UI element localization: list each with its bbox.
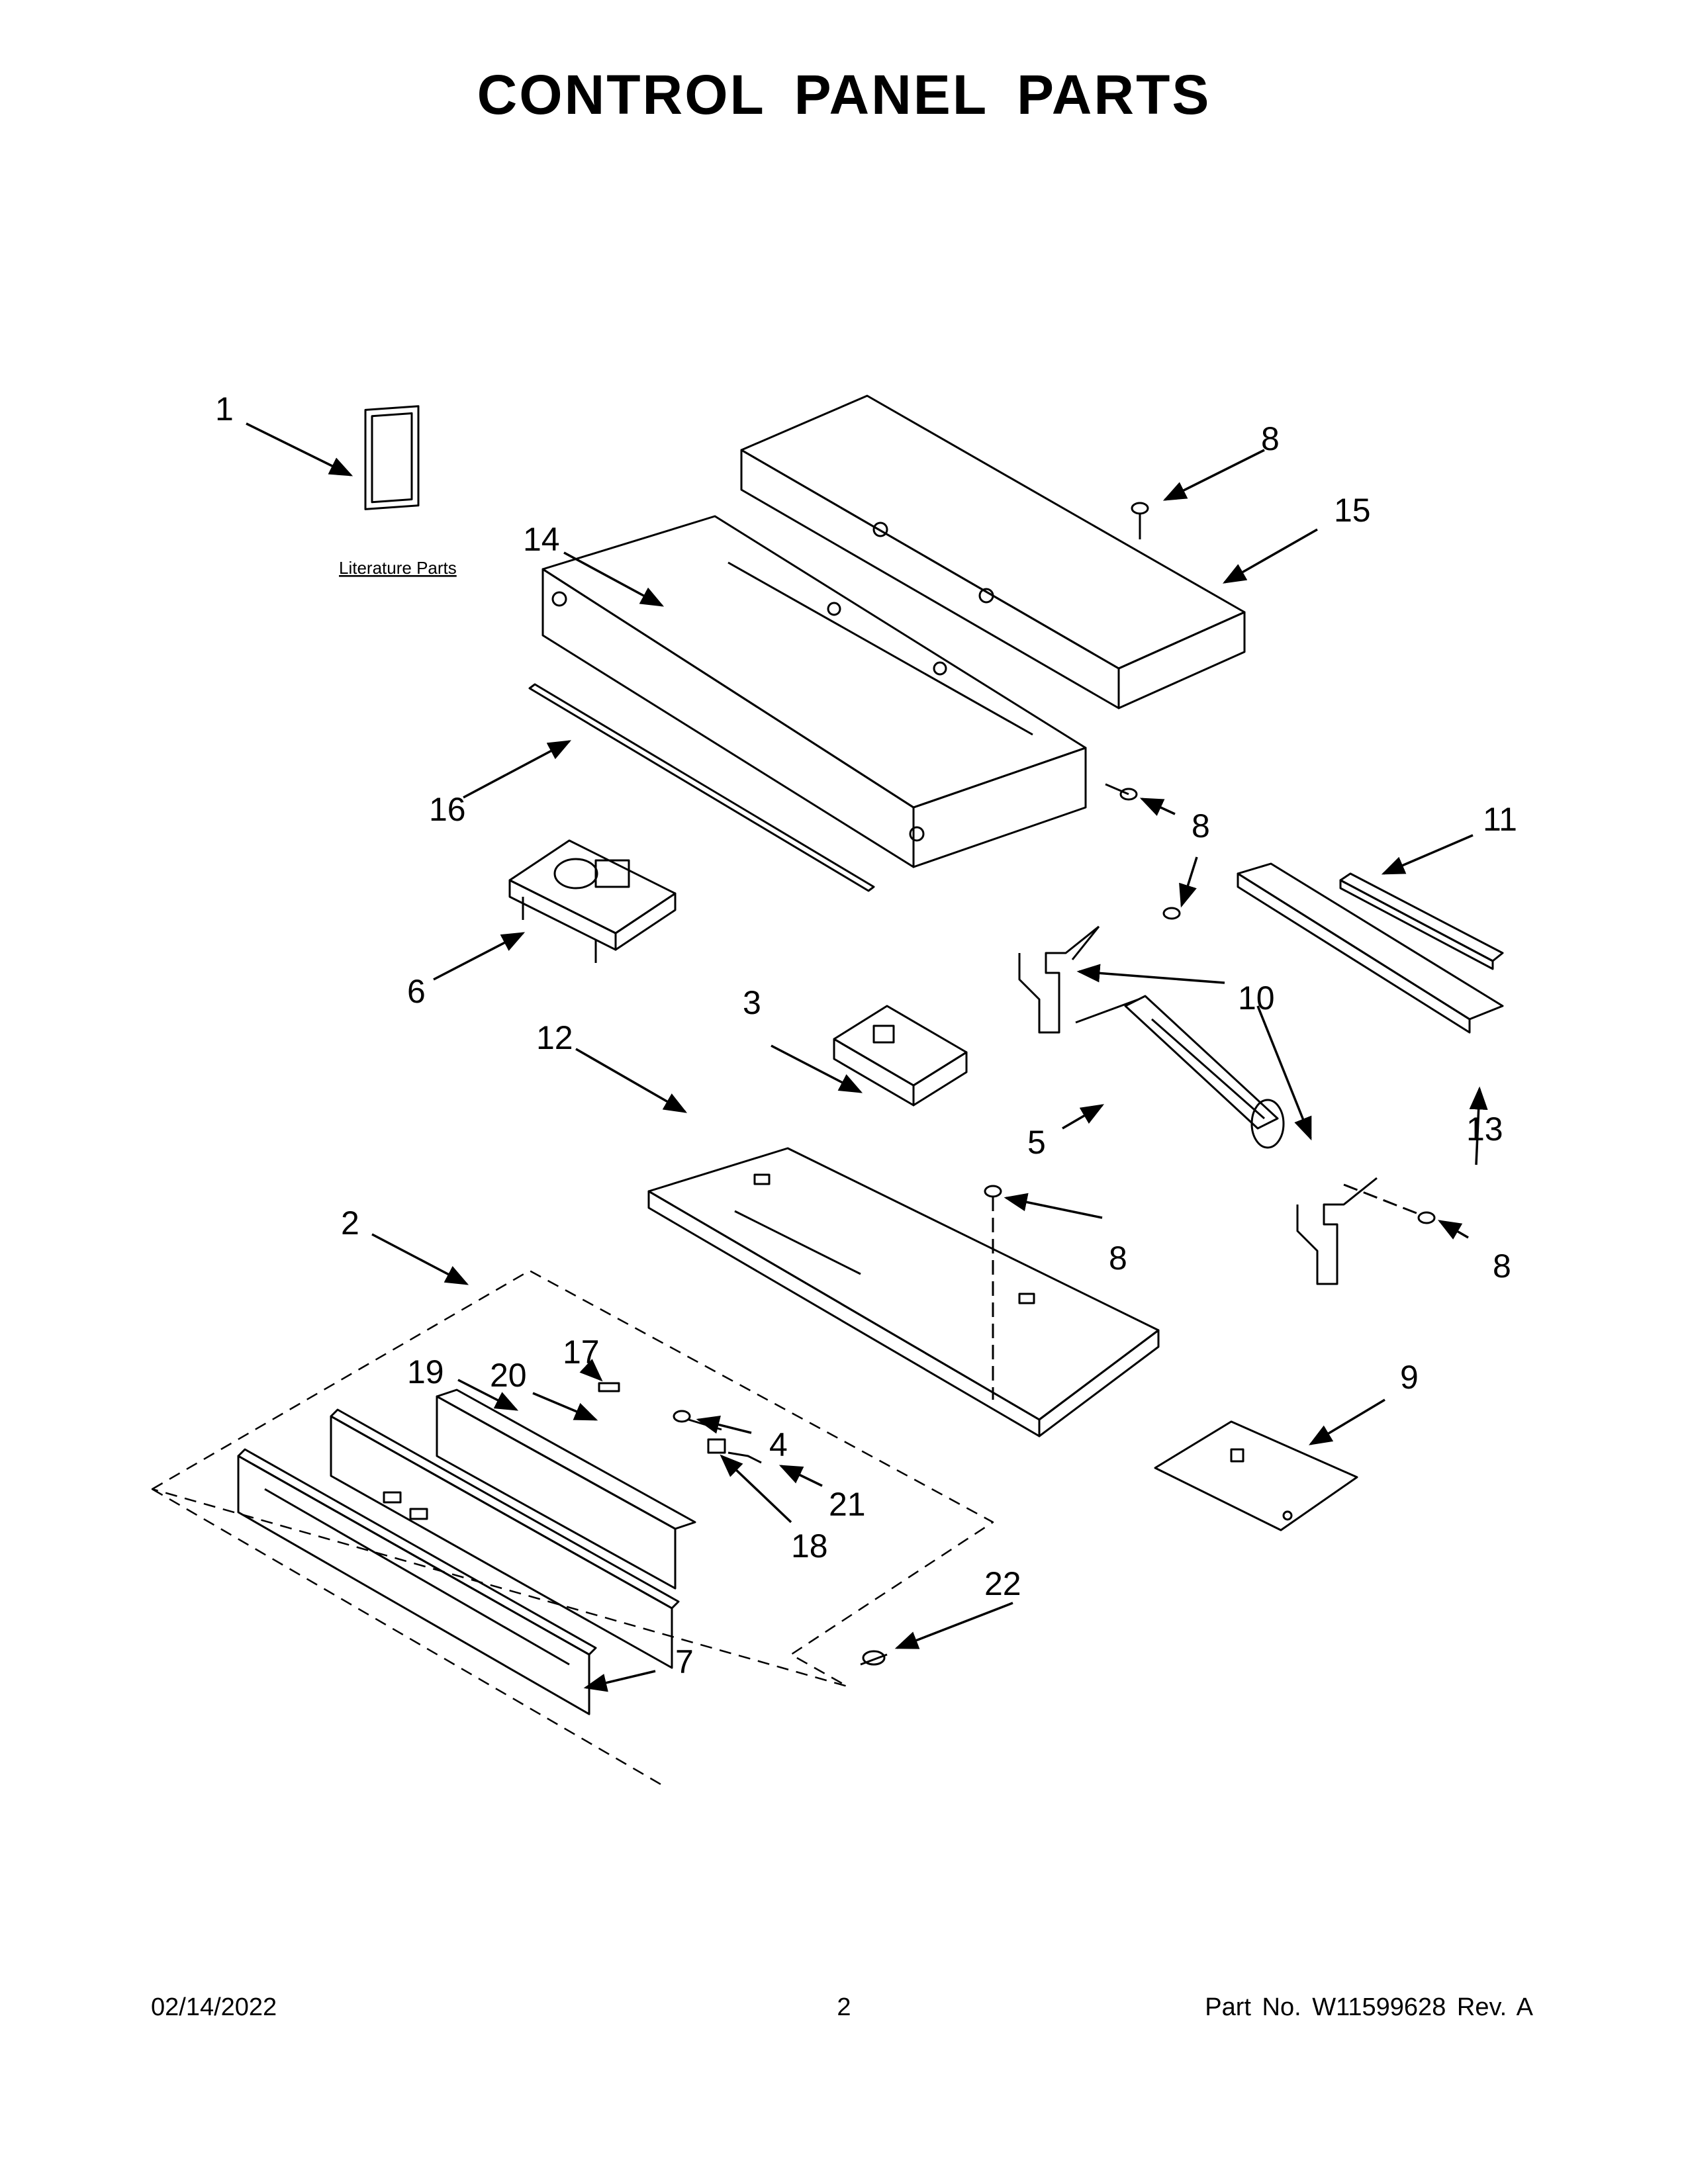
callout-18: 18: [791, 1527, 828, 1565]
part-4-screw[interactable]: [673, 1410, 722, 1431]
leader-arrows: [246, 422, 1488, 1692]
callout-21: 21: [829, 1486, 866, 1523]
callout-6: 6: [407, 973, 426, 1010]
part-2-assembly-outline: [151, 1269, 994, 1788]
callout-16: 16: [429, 791, 466, 828]
callout-14: 14: [523, 521, 560, 558]
callout-13: 13: [1466, 1111, 1503, 1148]
part-21-wire[interactable]: [727, 1451, 762, 1464]
callout-1: 1: [215, 390, 234, 428]
part-20-ui-board-module[interactable]: [436, 1388, 696, 1590]
callout-7: 7: [675, 1643, 694, 1680]
literature-parts-label: Literature Parts: [339, 558, 457, 578]
callout-10: 10: [1238, 979, 1275, 1017]
callout-8: 8: [1109, 1240, 1127, 1277]
callout-22: 22: [984, 1565, 1021, 1602]
callout-3: 3: [743, 984, 761, 1021]
part-8-screw-d[interactable]: [984, 1185, 1002, 1400]
part-8-screw-c[interactable]: [1162, 907, 1181, 920]
footer-date: 02/14/2022: [151, 1993, 277, 2021]
part-7-front-panel[interactable]: [237, 1448, 597, 1715]
callout-19: 19: [407, 1353, 444, 1390]
part-13-bracket[interactable]: [1237, 862, 1504, 1034]
callout-12: 12: [536, 1019, 573, 1056]
callout-15: 15: [1334, 492, 1371, 529]
callout-8: 8: [1493, 1248, 1511, 1285]
part-14-panel-bracket[interactable]: [541, 515, 1087, 868]
part-16-gasket[interactable]: [528, 683, 875, 892]
callout-numbers: 1 14 8 15 16 8 11 6 10 3 12 5 13 2 8 8 9…: [215, 390, 1517, 1680]
part-8-screw-b[interactable]: [1105, 783, 1138, 801]
part-5-cooling-fan[interactable]: [1075, 995, 1285, 1149]
page-title: CONTROL PANEL PARTS: [477, 64, 1211, 126]
part-22-screw[interactable]: [860, 1650, 888, 1666]
part-6-power-board[interactable]: [508, 839, 677, 963]
part-12-bottom-shield[interactable]: [647, 1147, 1160, 1437]
callout-17: 17: [563, 1334, 600, 1371]
part-11-strip[interactable]: [1339, 872, 1504, 970]
part-17-clip[interactable]: [598, 1382, 620, 1392]
part-8-screw-e[interactable]: [1343, 1183, 1436, 1224]
callout-11: 11: [1483, 801, 1517, 838]
part-3-control-board[interactable]: [833, 1005, 968, 1107]
callout-4: 4: [769, 1426, 788, 1463]
callout-9: 9: [1400, 1359, 1419, 1396]
callout-5: 5: [1027, 1124, 1046, 1161]
part-9-plate[interactable]: [1154, 1420, 1358, 1531]
part-1-literature[interactable]: [364, 405, 420, 510]
part-15-top-cover[interactable]: [740, 394, 1246, 709]
callout-8: 8: [1192, 807, 1210, 844]
part-18-connector[interactable]: [707, 1438, 726, 1454]
part-10-fan-bracket-right[interactable]: [1296, 1177, 1378, 1285]
part-10-fan-bracket-left[interactable]: [1018, 925, 1100, 1034]
part-19-ui-board[interactable]: [330, 1408, 680, 1669]
footer-part-number: Part No. W11599628 Rev. A: [1205, 1993, 1533, 2021]
footer-page-number: 2: [837, 1993, 851, 2021]
callout-2: 2: [341, 1205, 359, 1242]
part-8-screw-a[interactable]: [1131, 502, 1149, 539]
callout-20: 20: [490, 1357, 527, 1394]
callout-8: 8: [1261, 420, 1280, 457]
